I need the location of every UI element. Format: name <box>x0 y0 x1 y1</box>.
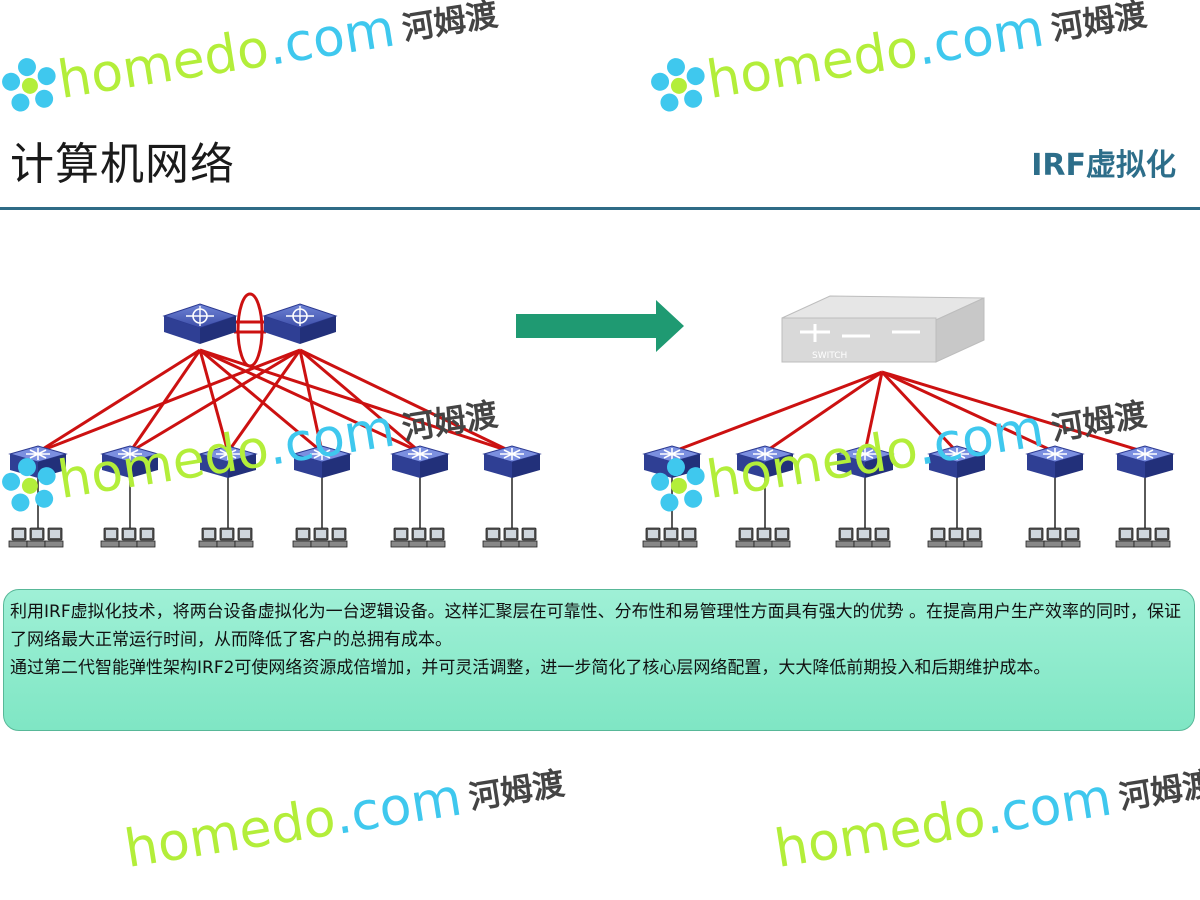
watermark: homedo.com河姆渡 <box>0 0 502 120</box>
pc-group-icon <box>482 527 538 548</box>
pc-group-icon <box>390 527 446 548</box>
description-paragraph: 利用IRF虚拟化技术，将两台设备虚拟化为一台逻辑设备。这样汇聚层在可靠性、分布性… <box>10 602 1182 650</box>
section-tag: IRF虚拟化 <box>1031 148 1176 183</box>
right-uplinks <box>671 370 1146 454</box>
watermark: homedo.com河姆渡 <box>770 764 1200 880</box>
access-switch-icon <box>101 445 159 479</box>
watermark: homedo.com河姆渡 <box>646 0 1151 120</box>
access-switch-icon <box>391 445 449 479</box>
core-switch-icon <box>263 303 337 345</box>
access-switch-icon <box>199 445 257 479</box>
left-uplinks <box>37 348 513 454</box>
flower-logo-icon <box>2 58 56 112</box>
left-drop-lines <box>37 476 513 528</box>
description-paragraph: 通过第二代智能弹性架构IRF2可使网络资源成倍增加，并可灵活调整，进一步简化了核… <box>10 658 1051 678</box>
access-switch-icon <box>928 445 986 479</box>
access-switch-icon <box>836 445 894 479</box>
pc-group-icon <box>198 527 254 548</box>
pc-group-icon <box>100 527 156 548</box>
flower-logo-icon <box>651 58 705 112</box>
pc-group-icon <box>1025 527 1081 548</box>
access-switch-icon <box>483 445 541 479</box>
pc-group-icon <box>835 527 891 548</box>
access-switch-icon <box>643 445 701 479</box>
pc-group-icon <box>927 527 983 548</box>
access-switch-icon <box>293 445 351 479</box>
access-switch-icon <box>9 445 67 479</box>
access-switch-icon <box>736 445 794 479</box>
access-switch-icon <box>1116 445 1174 479</box>
access-switch-icon <box>1026 445 1084 479</box>
right-drop-lines <box>671 476 1146 528</box>
transform-arrow-icon <box>516 300 684 352</box>
pc-group-icon <box>8 527 64 548</box>
pc-group-icon <box>642 527 698 548</box>
pc-group-icon <box>292 527 348 548</box>
core-switch-icon <box>163 303 237 345</box>
right-topology: SWITCH <box>642 295 1174 548</box>
page-title: 计算机网络 <box>10 139 235 190</box>
irf-diagram: SWITCH <box>8 292 1174 548</box>
virtual-switch-icon: SWITCH <box>781 295 985 363</box>
irf-stack-link <box>234 292 266 368</box>
description-box: 利用IRF虚拟化技术，将两台设备虚拟化为一台逻辑设备。这样汇聚层在可靠性、分布性… <box>3 589 1195 731</box>
left-topology <box>8 292 541 548</box>
pc-group-icon <box>735 527 791 548</box>
header-divider <box>0 207 1200 210</box>
watermark: homedo.com河姆渡 <box>120 764 567 880</box>
pc-group-icon <box>1115 527 1171 548</box>
switch-label: SWITCH <box>812 351 847 361</box>
